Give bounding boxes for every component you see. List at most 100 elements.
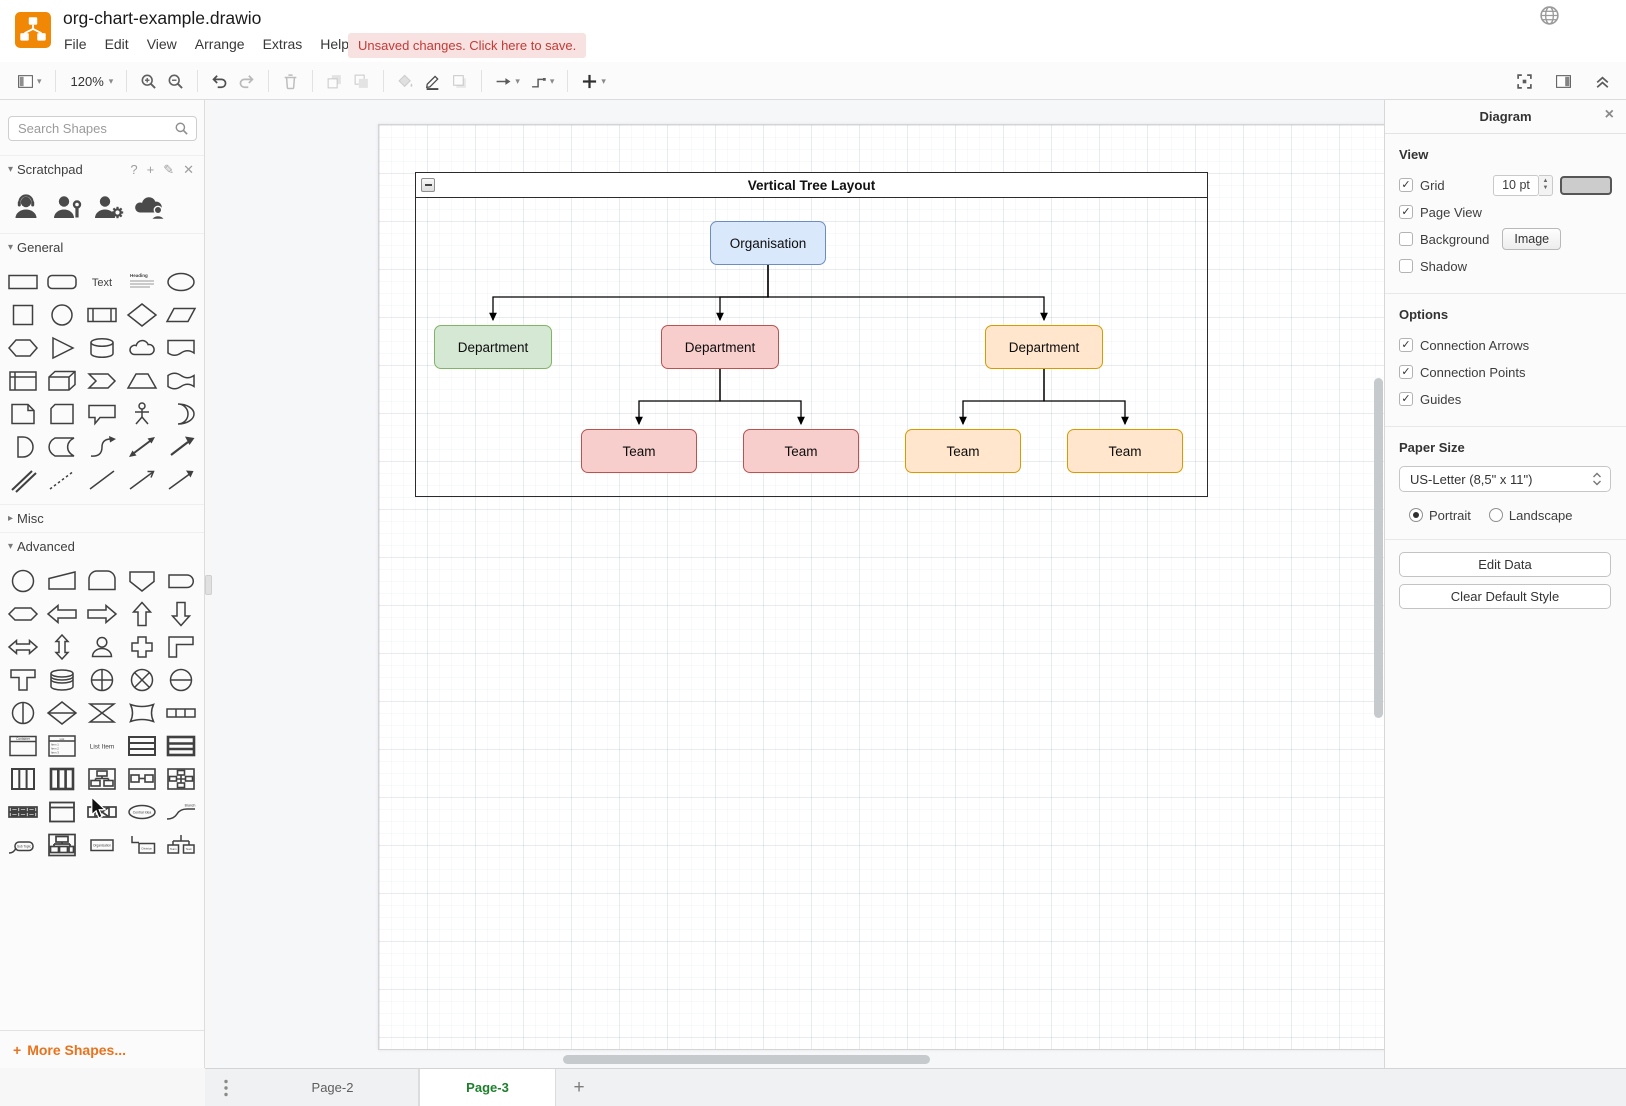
grid-color-swatch[interactable] <box>1560 175 1612 195</box>
sidebar-splitter-handle[interactable] <box>205 575 212 595</box>
diagram-node-org[interactable]: Organisation <box>710 221 826 265</box>
shape-circle-cross[interactable] <box>82 663 122 696</box>
clear-default-style-button[interactable]: Clear Default Style <box>1399 584 1611 609</box>
shape-triangle[interactable] <box>43 331 83 364</box>
scratchpad-help-icon[interactable]: ? <box>130 161 138 177</box>
grid-size-input[interactable]: 10 pt <box>1493 174 1539 196</box>
insert-button[interactable]: ▾ <box>576 70 611 93</box>
shape-columns[interactable] <box>3 762 43 795</box>
user-gear-icon[interactable] <box>90 189 128 223</box>
shape-org-tree[interactable] <box>43 828 83 861</box>
menu-extras[interactable]: Extras <box>262 36 303 52</box>
shape-arrow-down[interactable] <box>161 597 201 630</box>
user-wrench-icon[interactable] <box>49 189 87 223</box>
grid-size-stepper[interactable]: ▲▼ <box>1539 174 1553 196</box>
shape-actor[interactable] <box>122 397 162 430</box>
shape-division[interactable]: Division <box>122 828 162 861</box>
shape-rectangle[interactable] <box>3 265 43 298</box>
shape-data-storage[interactable] <box>43 430 83 463</box>
shape-ellipse[interactable] <box>161 265 201 298</box>
shape-diamond-dash[interactable] <box>43 696 83 729</box>
format-panel-button[interactable] <box>1550 70 1577 93</box>
page-view-button[interactable]: ▾ <box>12 70 47 93</box>
shape-circle-x[interactable] <box>122 663 162 696</box>
shape-mockup-tree[interactable] <box>82 762 122 795</box>
shape-ribbon[interactable] <box>161 696 201 729</box>
globe-icon[interactable] <box>1539 5 1560 26</box>
shape-user[interactable] <box>82 630 122 663</box>
shape-internal-storage[interactable] <box>3 364 43 397</box>
fullscreen-button[interactable] <box>1511 70 1538 93</box>
shape-arrow-open[interactable] <box>122 463 162 496</box>
vertical-scrollbar[interactable] <box>1374 378 1383 718</box>
shape-datastore[interactable] <box>43 663 83 696</box>
shape-text[interactable]: Text <box>82 265 122 298</box>
shape-diamond[interactable] <box>122 298 162 331</box>
shape-textbox[interactable]: Heading <box>122 265 162 298</box>
shape-card[interactable] <box>43 397 83 430</box>
radio-landscape[interactable]: Landscape <box>1488 508 1573 523</box>
shape-bidirectional-arrow[interactable] <box>122 430 162 463</box>
shape-step[interactable] <box>82 364 122 397</box>
search-input[interactable] <box>8 116 197 141</box>
shape-tape[interactable] <box>161 364 201 397</box>
shape-arrow-lr[interactable] <box>3 630 43 663</box>
shape-list-item[interactable]: List Item <box>82 729 122 762</box>
shape-mockup-boxes[interactable] <box>122 762 162 795</box>
shape-document[interactable] <box>161 331 201 364</box>
shape-adv-ellipse[interactable] <box>3 564 43 597</box>
shape-manual-input[interactable] <box>43 564 83 597</box>
shape-off-page[interactable] <box>122 564 162 597</box>
shape-terminator[interactable] <box>3 597 43 630</box>
diagram-container[interactable]: Vertical Tree Layout <box>415 172 1208 497</box>
diagram-node-team3[interactable]: Team <box>905 429 1021 473</box>
shape-and[interactable] <box>3 430 43 463</box>
menu-edit[interactable]: Edit <box>104 36 129 52</box>
scratchpad-close-icon[interactable]: ✕ <box>183 161 194 177</box>
pages-menu-icon[interactable] <box>205 1069 247 1106</box>
shape-table-seg[interactable] <box>3 795 43 828</box>
background-checkbox[interactable] <box>1399 232 1413 246</box>
section-header-advanced[interactable]: ▾Advanced <box>0 532 204 560</box>
radio-portrait[interactable]: Portrait <box>1409 508 1471 523</box>
shape-sub-topic[interactable]: Sub Topic <box>3 828 43 861</box>
shape-circle-dash[interactable] <box>161 663 201 696</box>
edit-data-button[interactable]: Edit Data <box>1399 552 1611 577</box>
shape-table-rows[interactable] <box>122 729 162 762</box>
shadow-checkbox[interactable] <box>1399 259 1413 273</box>
shape-arrow-left[interactable] <box>43 597 83 630</box>
shape-corner[interactable] <box>161 630 201 663</box>
shape-or[interactable] <box>161 397 201 430</box>
menu-file[interactable]: File <box>64 36 87 52</box>
shape-circle[interactable] <box>43 298 83 331</box>
shape-cube[interactable] <box>43 364 83 397</box>
scratchpad-add-icon[interactable]: + <box>146 161 155 177</box>
scratchpad-header[interactable]: ▾ Scratchpad ?+✎✕ <box>0 155 204 183</box>
guides-checkbox[interactable] <box>1399 392 1413 406</box>
search-icon[interactable] <box>174 121 189 141</box>
section-header-misc[interactable]: ▸Misc <box>0 504 204 532</box>
shape-note[interactable] <box>3 397 43 430</box>
user-headset-icon[interactable] <box>8 189 46 223</box>
shape-cylinder[interactable] <box>82 331 122 364</box>
shape-concave[interactable] <box>122 696 162 729</box>
zoom-in-button[interactable] <box>135 70 162 93</box>
scratchpad-edit-icon[interactable]: ✎ <box>163 161 175 177</box>
menu-help[interactable]: Help <box>320 36 350 52</box>
shape-titled-box[interactable] <box>43 795 83 828</box>
diagram-node-dept3[interactable]: Department <box>985 325 1103 369</box>
shape-parallelogram[interactable] <box>161 298 201 331</box>
diagram-node-team4[interactable]: Team <box>1067 429 1183 473</box>
shape-cross[interactable] <box>122 630 162 663</box>
shape-display[interactable] <box>161 564 201 597</box>
shape-square[interactable] <box>3 298 43 331</box>
shape-arrow-right[interactable] <box>82 597 122 630</box>
shape-circle-pipe[interactable] <box>3 696 43 729</box>
shape-arrow-up[interactable] <box>122 597 162 630</box>
section-header-general[interactable]: ▾General <box>0 233 204 261</box>
shape-arrow-ud[interactable] <box>43 630 83 663</box>
tab-page-3[interactable]: Page-3 <box>419 1069 556 1106</box>
